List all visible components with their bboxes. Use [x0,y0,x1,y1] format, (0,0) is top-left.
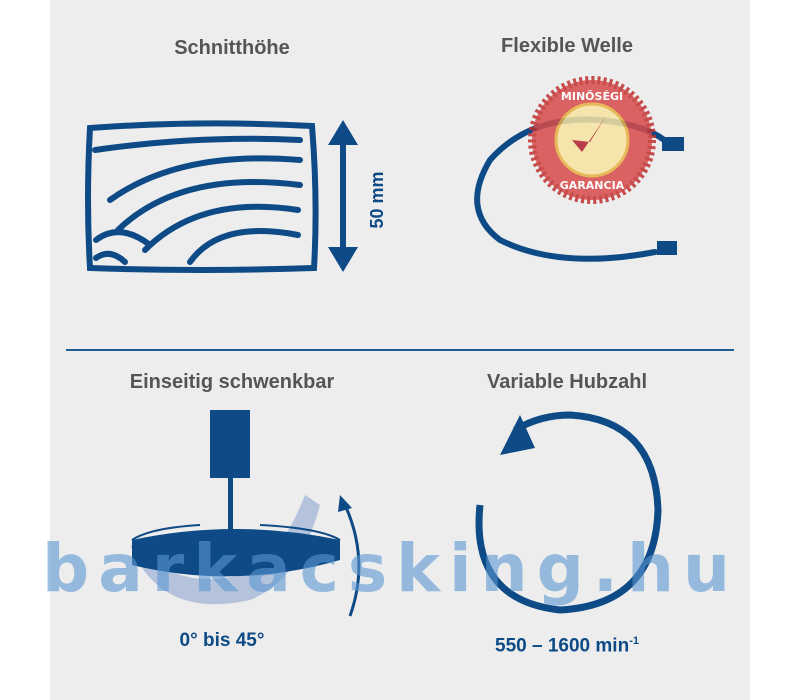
wood-grain-icon [85,120,319,273]
feature-title-flex-shaft: Flexible Welle [501,35,633,57]
tilt-table-icon [130,410,361,617]
tilt-range-caption: 0° bis 45° [179,630,265,651]
quality-guarantee-badge: MINŐSÉGI GARANCIA [528,76,656,204]
feature-title-cut-height: Schnitthöhe [174,37,290,59]
badge-bottom-text: GARANCIA [560,179,625,192]
stroke-rate-caption: 550 – 1600 min-1 [417,630,717,657]
feature-title-tilt: Einseitig schwenkbar [129,371,335,393]
feature-title-stroke-rate: Variable Hubzahl [486,371,648,393]
circular-arrow-icon [475,411,662,614]
height-arrow-icon [328,120,358,272]
cut-height-value: 50 mm [367,171,387,228]
badge-top-text: MINŐSÉGI [561,89,623,103]
section-divider [66,349,734,351]
watermark: barkacsking.hu [42,530,739,607]
stroke-rate-value: 550 – 1600 min [495,635,630,657]
stroke-rate-unit-exponent: -1 [629,635,639,647]
